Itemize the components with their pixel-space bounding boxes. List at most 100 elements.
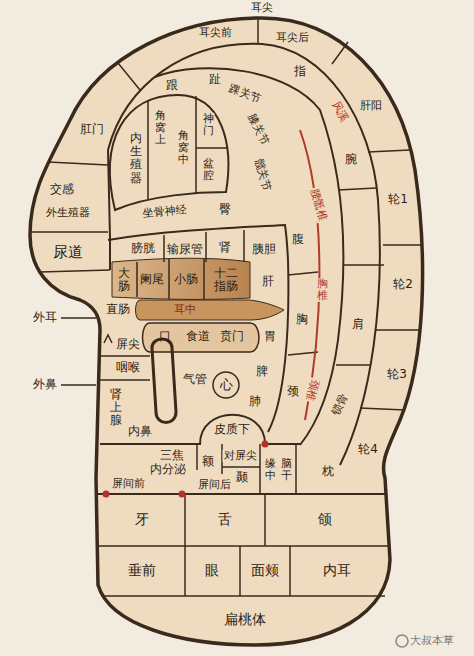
acupoint-label: 屏间前 [111,478,146,490]
region-divider [100,356,150,380]
acupoint-label: 脑干 [280,458,293,482]
acupoint-label: 神门 [202,113,215,137]
acupoint-label: 小肠 [173,273,199,286]
acupoint-label: 内耳 [322,563,352,578]
acupoint-label: 肾 [218,241,232,254]
acupoint-label: 食道 [185,330,211,343]
acupoint-label: 胃 [263,330,277,343]
acupoint-label: 臀 [218,203,232,216]
acupoint-label: 额 [201,455,215,468]
acupoint-label: 肝阳 [359,100,383,112]
acupoint-label: 屏尖 [115,338,141,351]
acupoint-label: 胸椎 [316,278,329,302]
acupoint-label: 眼 [204,563,220,578]
ear-centre-band [136,300,285,320]
acupoint-label: 内生殖器 [129,132,143,185]
region-divider [48,18,421,410]
canal-loop [152,339,176,423]
acupoint-label: 枕 [321,465,335,478]
acupoint-label: 气管 [182,373,208,386]
acupoint-label: 轮1 [387,193,409,206]
acupoint-label: 面颊 [250,563,280,578]
acupoint-label: 舌 [217,512,233,527]
acupoint-label: 耳中 [173,304,197,316]
acupoint-label: 颞 [235,471,249,484]
region-divider [32,232,110,272]
leader-line [61,318,96,385]
acupoint-label: 外耳 [32,311,58,324]
acupoint-label: 盆腔 [202,158,215,182]
cymba-shade [112,258,250,299]
acupoint-label: 轮4 [357,443,379,456]
acupoint-label: 三焦 [159,449,185,462]
acupoint-label: 耳尖后 [275,32,310,44]
acupoint-label: 耳尖 [250,2,274,14]
acupoint-label: 扁桃体 [223,612,267,627]
acupoint-label: 轮3 [386,368,408,381]
acupoint-label: 垂前 [127,563,157,578]
acupoint-label: 口 [158,330,172,343]
watermark-icon [396,635,408,647]
acupoint-label: 咽喉 [115,361,141,374]
acupoint-label: 屏间后 [197,479,232,491]
acupoint-label: 皮质下 [213,423,251,436]
acupoint-label: 肾上腺 [109,388,123,428]
ear-outline [30,18,423,645]
concha-boundary [108,225,288,432]
acupoint-label: 趾 [208,73,222,86]
acupoint-label: 肝 [261,275,275,288]
antihelix-outer-line [155,68,343,445]
region-divider [288,272,318,355]
acupoint-label: 尿道 [52,244,84,261]
acupoint-label: 肛门 [79,123,105,136]
region-divider [336,188,384,365]
acupoint-label: 腹 [291,233,305,246]
acupoint-label: 肺 [248,395,262,408]
acupoint-label: 交感 [49,183,75,196]
region-divider [137,230,244,299]
acupoint-label: 心 [219,378,234,392]
acupoint-label: 跟 [165,79,179,92]
acupoint-label: 直肠 [105,303,131,316]
region-divider [148,96,228,199]
heart-circle [213,372,239,398]
acupoint-label: 输尿管 [166,243,204,256]
acupoint-label: 角窝中 [177,130,190,166]
acupoint-label: 胸 [295,313,309,326]
acupoint-label: 内分泌 [149,463,187,476]
acupoint-label: 牙 [134,512,150,527]
lobe-top-line [96,493,386,495]
acupoint-label: 耳尖前 [198,27,233,39]
acupoint-label: 阑尾 [139,273,165,286]
acupoint-label: 外鼻 [32,378,58,391]
acupoint-label: 大肠 [117,267,131,293]
acupoint-label: 膀胱 [130,242,156,255]
acupoint-label: 角窝上 [154,110,167,146]
acupoint-label: 颈 [286,385,300,398]
acupoint-label: 缘中 [264,458,277,482]
acupoint-label: 脾 [255,365,269,378]
antitragus-line [100,415,300,444]
acupoint-label: 外生殖器 [45,207,91,219]
red-dot [179,491,186,498]
red-dot [262,441,269,448]
helix-inner-line [108,44,380,465]
acupoint-label: 指 [293,65,307,78]
chevron-symbol [104,335,112,343]
acupoint-label: 轮2 [392,278,414,291]
acupoint-label: 对屏尖 [223,450,258,462]
acupoint-label: 胰胆 [251,243,277,256]
acupoint-label: 颌 [317,512,333,527]
watermark: 大叔本草 [409,635,455,647]
acupoint-label: 腕 [344,153,358,166]
lobe-grid-line [98,494,388,596]
ear-fill [30,18,423,645]
acupoint-label: 贲门 [219,330,245,343]
oesophagus-loop [143,323,260,352]
acupoint-label: 内鼻 [127,425,153,438]
acupoint-label: 肩 [351,318,365,331]
triangular-fossa [110,95,228,210]
acupoint-label: 十二指肠 [213,267,239,293]
